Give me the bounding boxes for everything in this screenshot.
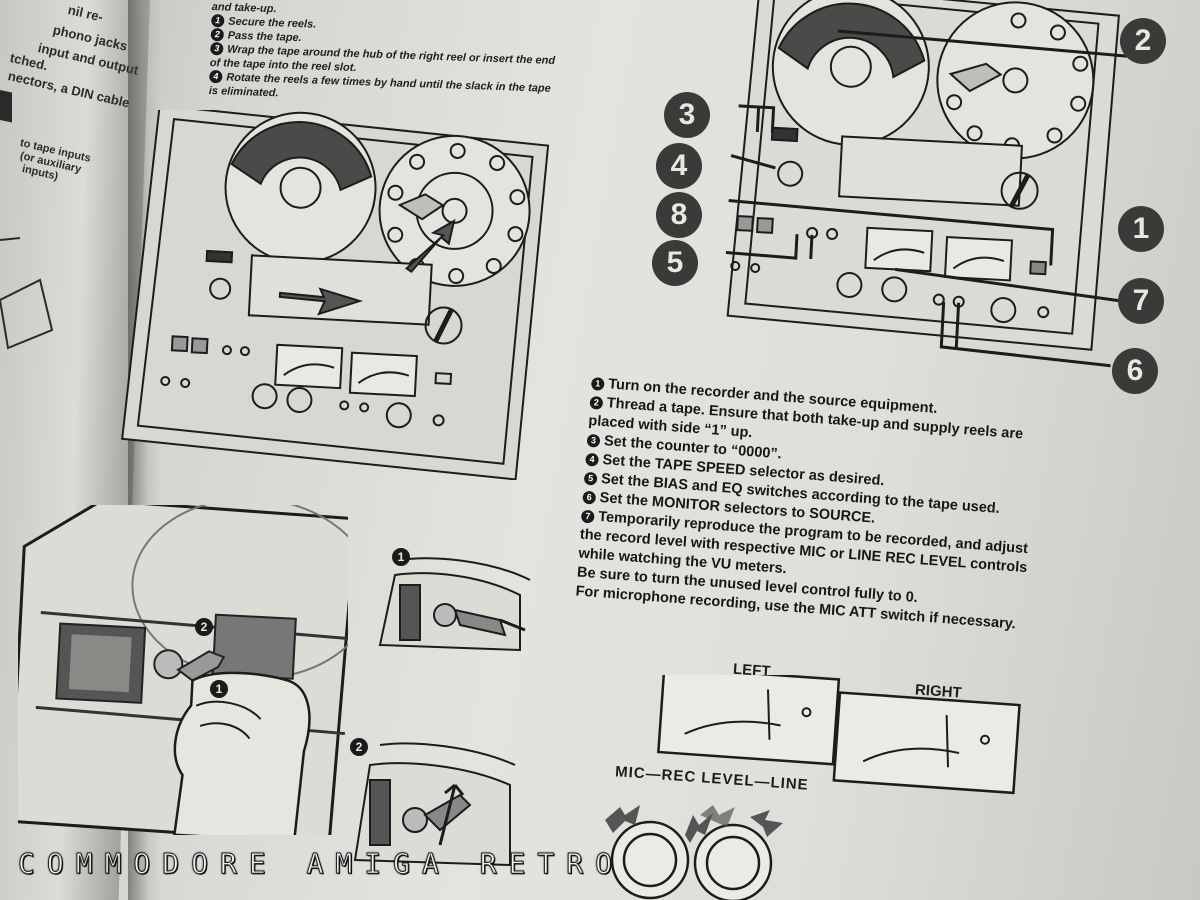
- tape-deck-illustration-right: [725, 0, 1127, 368]
- plug-step-badge: 2: [350, 738, 368, 756]
- left-page-connector-drawing: [0, 90, 54, 350]
- hand-step-badge: 2: [195, 618, 213, 636]
- plug-insertion-step1-illustration: [378, 557, 531, 652]
- callout-badge: 8: [656, 192, 702, 238]
- watermark-text: COMMODORE AMIGA RETRO: [17, 847, 625, 881]
- callout-badge: 7: [1118, 278, 1164, 324]
- plug-step-badge: 1: [392, 548, 410, 566]
- tape-deck-illustration-left: [121, 110, 550, 480]
- vu-meters-illustration: [657, 675, 1021, 795]
- plug-insertion-step2-illustration: [353, 742, 516, 867]
- rec-level-knobs-illustration: [605, 805, 783, 900]
- callout-badge: 1: [1118, 206, 1164, 252]
- callout-badge: 3: [664, 92, 710, 138]
- callout-badge: 4: [656, 143, 702, 189]
- hand-step-badge: 1: [210, 680, 228, 698]
- callout-badge: 5: [652, 240, 698, 286]
- commodore-amiga-retro-watermark: COMMODORE AMIGA RETRO: [17, 847, 625, 881]
- hand-inserting-plug-illustration: [18, 505, 348, 835]
- callout-badge: 2: [1120, 18, 1166, 64]
- callout-badge: 6: [1112, 348, 1158, 394]
